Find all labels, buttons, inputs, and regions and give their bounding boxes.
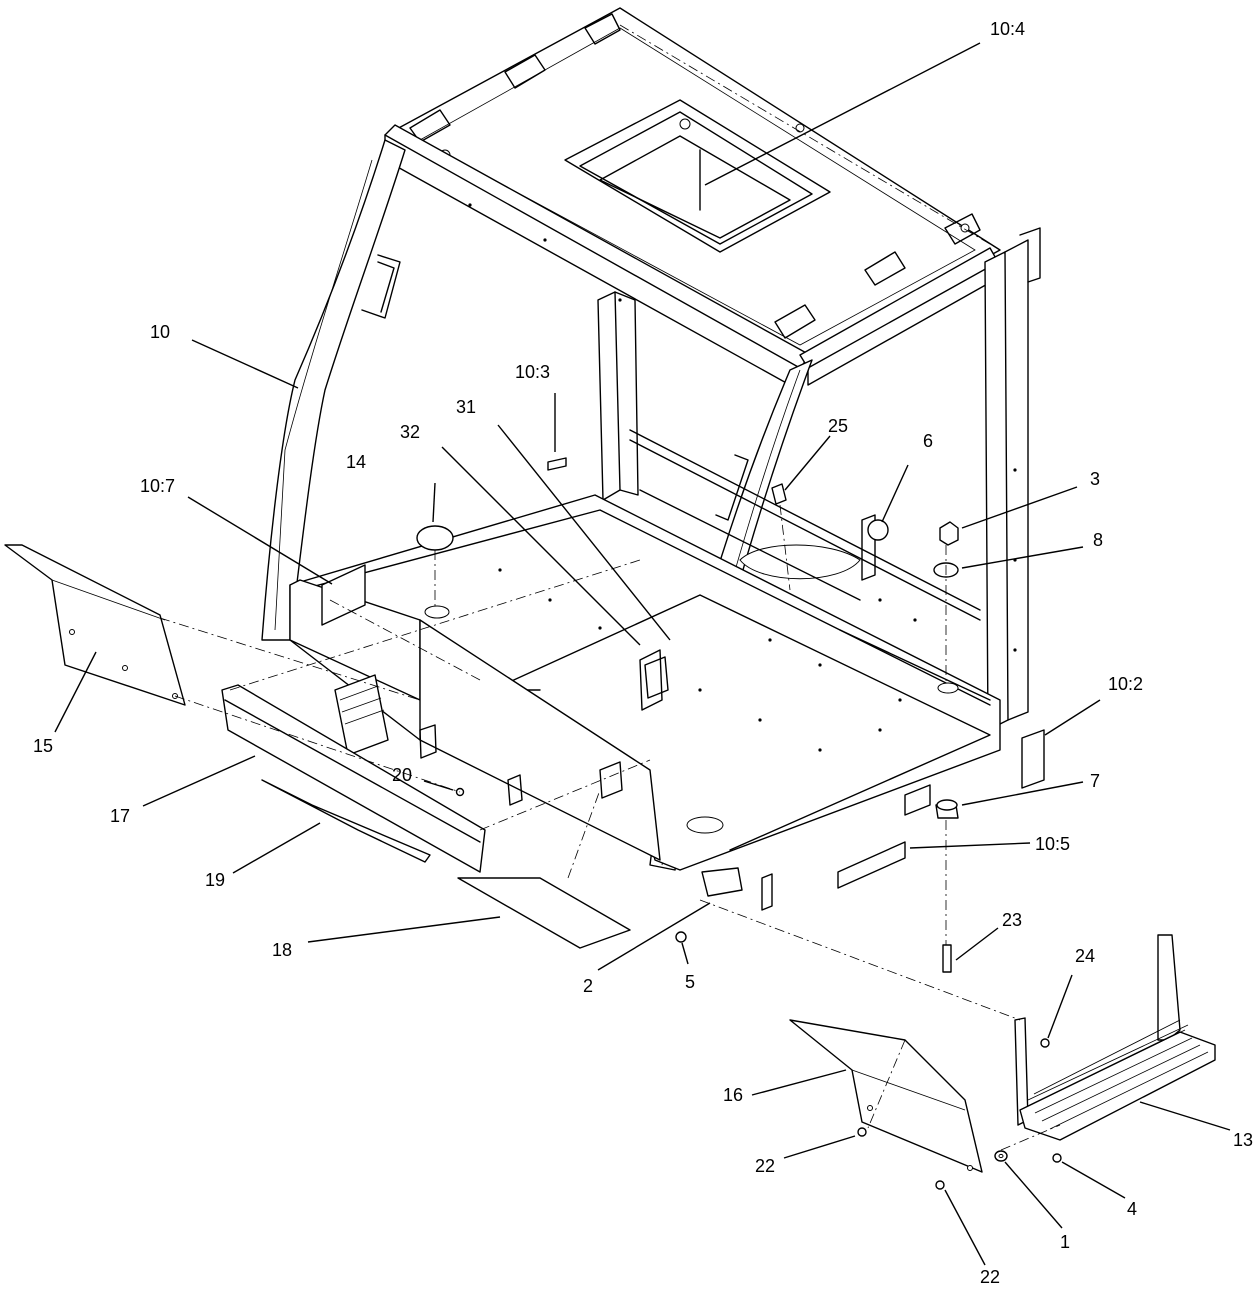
callout-label: 2 [583, 976, 593, 996]
callout-label: 24 [1075, 946, 1095, 966]
callout-label: 10:3 [515, 362, 550, 382]
callout-label: 17 [110, 806, 130, 826]
callout-label: 23 [1002, 910, 1022, 930]
callout-label: 5 [685, 972, 695, 992]
callout-label: 25 [828, 416, 848, 436]
cab-frame [261, 7, 1041, 871]
callout-label: 31 [456, 397, 476, 417]
callout-label: 16 [723, 1085, 743, 1105]
callout-label: 8 [1093, 530, 1103, 550]
callout-label: 18 [272, 940, 292, 960]
callout-label: 22 [755, 1156, 775, 1176]
callout-label: 15 [33, 736, 53, 756]
callout-label: 10:5 [1035, 834, 1070, 854]
panel-15 [4, 544, 186, 706]
hardware [416, 457, 1062, 1190]
callout-label: 1 [1060, 1232, 1070, 1252]
panel-18 [457, 877, 631, 949]
callout-label: 3 [1090, 469, 1100, 489]
step-13 [1014, 934, 1216, 1141]
callout-label: 10:4 [990, 19, 1025, 39]
callout-label: 22 [980, 1267, 1000, 1287]
callout-labels: 10:4 10 10:3 31 32 25 6 14 3 10:7 8 10:2… [33, 19, 1253, 1287]
callout-label: 10:7 [140, 476, 175, 496]
callout-label: 7 [1090, 771, 1100, 791]
callout-label: 32 [400, 422, 420, 442]
panel-19 [261, 779, 431, 863]
callout-label: 14 [346, 452, 366, 472]
callout-label: 13 [1233, 1130, 1253, 1150]
panel-16 [789, 1019, 983, 1173]
callout-label: 4 [1127, 1199, 1137, 1219]
assembly-lines [159, 24, 1061, 1151]
callout-label: 10 [150, 322, 170, 342]
panel-17 [221, 684, 486, 873]
callout-label: 19 [205, 870, 225, 890]
callout-label: 6 [923, 431, 933, 451]
leader-lines [54, 42, 1231, 1266]
callout-label: 20 [392, 765, 412, 785]
callout-label: 10:2 [1108, 674, 1143, 694]
